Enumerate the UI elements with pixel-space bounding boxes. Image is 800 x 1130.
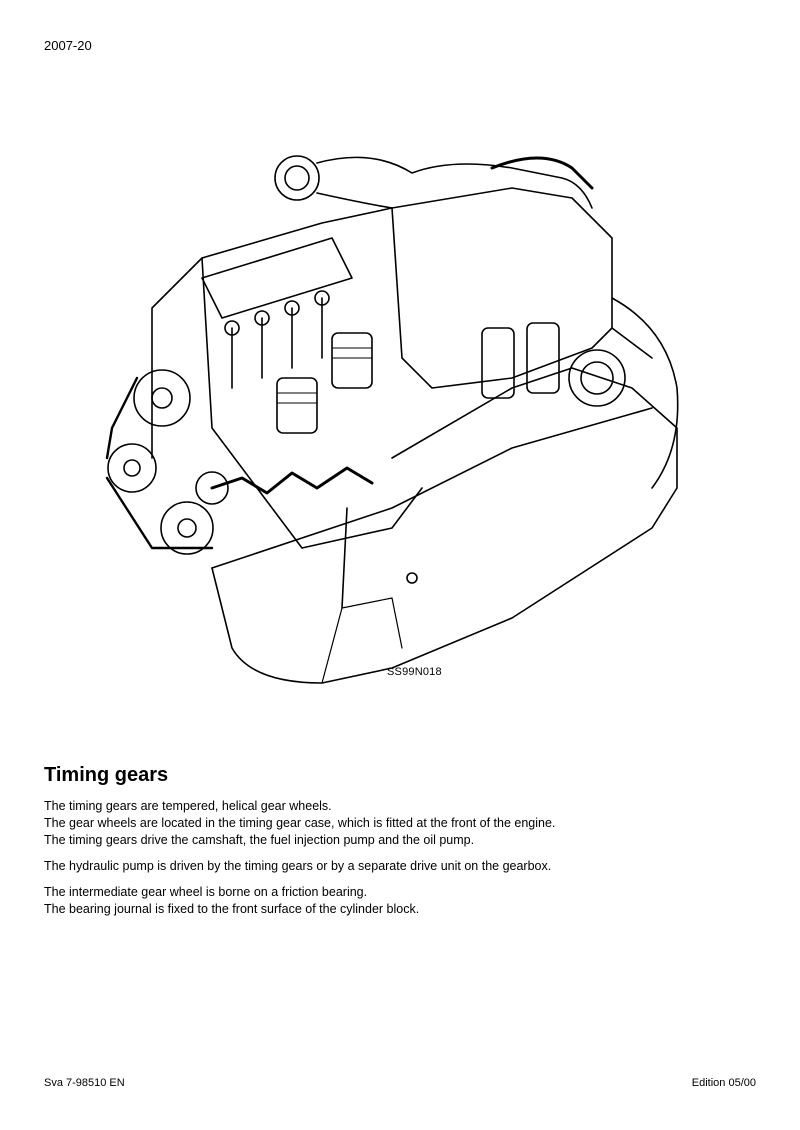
edition-label: Edition 05/00	[691, 1077, 756, 1089]
engine-cutaway-icon	[105, 155, 679, 684]
document-code: Sva 7-98510 EN	[44, 1077, 125, 1089]
paragraph: The gear wheels are located in the timin…	[44, 816, 556, 830]
figure-code: SS99N018	[387, 666, 442, 678]
paragraph: The timing gears are tempered, helical g…	[44, 799, 332, 813]
engine-illustration	[92, 128, 682, 688]
paragraph: The bearing journal is fixed to the fron…	[44, 902, 420, 916]
paragraph: The intermediate gear wheel is borne on …	[44, 885, 368, 899]
page-number: 2007-20	[44, 38, 92, 53]
body-text: The timing gears are tempered, helical g…	[44, 798, 744, 918]
section-title: Timing gears	[44, 764, 169, 786]
paragraph: The hydraulic pump is driven by the timi…	[44, 859, 552, 873]
paragraph: The timing gears drive the camshaft, the…	[44, 833, 475, 847]
